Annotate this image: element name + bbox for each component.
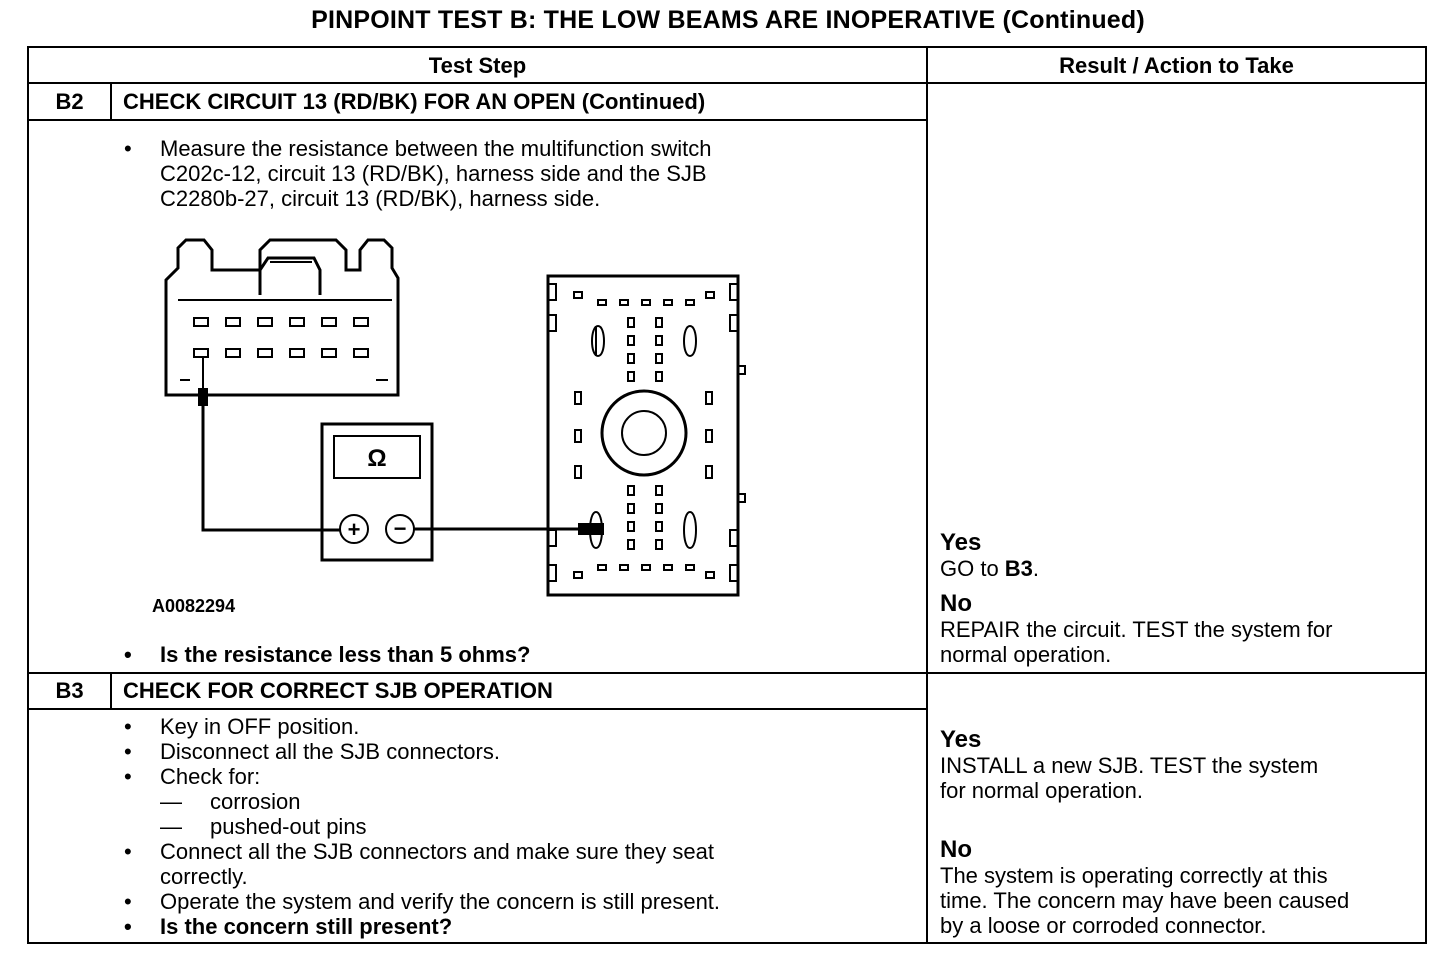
b3-item: Operate the system and verify the concer… bbox=[124, 889, 720, 914]
b3-no-action: The system is operating correctly at thi… bbox=[940, 863, 1350, 938]
ohmmeter bbox=[320, 422, 434, 562]
multifunction-switch-connector-outline bbox=[164, 238, 400, 397]
figure-id: A0082294 bbox=[152, 596, 236, 616]
b3-id-divider bbox=[110, 672, 112, 709]
b3-yes-label: Yes bbox=[940, 726, 982, 753]
header-divider bbox=[27, 82, 1427, 84]
header-test-step: Test Step bbox=[428, 53, 527, 78]
plus-symbol: + bbox=[348, 517, 361, 542]
b2-intro-item: Measure the resistance between the multi… bbox=[124, 136, 712, 211]
b3-item: Disconnect all the SJB connectors. bbox=[124, 739, 720, 764]
b2-yes-action: GO to B3. bbox=[940, 556, 1040, 581]
probe-left bbox=[198, 357, 340, 532]
step-divider bbox=[27, 672, 1427, 674]
b3-no-label: No bbox=[940, 836, 972, 863]
b2-title-divider bbox=[27, 119, 927, 121]
b3-title-divider bbox=[27, 708, 927, 710]
b2-yes-target[interactable]: B3 bbox=[1004, 556, 1033, 581]
pinpoint-table bbox=[27, 46, 1427, 944]
b3-item: Connect all the SJB connectors and make … bbox=[124, 839, 720, 889]
b2-result: Yes GO to B3. No REPAIR the circuit. TES… bbox=[940, 529, 1333, 668]
minus-symbol: − bbox=[394, 516, 407, 541]
b3-item: Check for: bbox=[124, 764, 720, 789]
b3-question-item: Is the concern still present? bbox=[124, 914, 720, 939]
step-id-b2: B2 bbox=[55, 89, 84, 114]
b2-question-item: Is the resistance less than 5 ohms? bbox=[124, 642, 530, 667]
step-title-b3: CHECK FOR CORRECT SJB OPERATION bbox=[123, 678, 553, 703]
b3-item: Key in OFF position. bbox=[124, 714, 720, 739]
b3-subitem: corrosion bbox=[124, 789, 720, 814]
page-title: PINPOINT TEST B: THE LOW BEAMS ARE INOPE… bbox=[311, 6, 1145, 34]
step-id-b3: B3 bbox=[55, 678, 84, 703]
b2-question: Is the resistance less than 5 ohms? bbox=[124, 642, 530, 667]
sjb-connector bbox=[546, 274, 746, 597]
column-divider bbox=[926, 46, 928, 944]
b2-id-divider bbox=[110, 82, 112, 120]
connector-latch bbox=[258, 256, 322, 295]
step-title-b2: CHECK CIRCUIT 13 (RD/BK) FOR AN OPEN (Co… bbox=[123, 89, 706, 114]
b3-subitem: pushed-out pins bbox=[124, 814, 720, 839]
b3-procedure: Key in OFF position. Disconnect all the … bbox=[124, 714, 720, 939]
connector-pins-left bbox=[193, 317, 369, 358]
header-result: Result / Action to Take bbox=[1059, 53, 1294, 78]
ohm-symbol: Ω bbox=[367, 445, 386, 472]
sjb-pins bbox=[573, 291, 715, 579]
b2-no-label: No bbox=[940, 590, 972, 617]
b2-intro: Measure the resistance between the multi… bbox=[124, 136, 712, 211]
b2-yes-label: Yes bbox=[940, 529, 982, 556]
